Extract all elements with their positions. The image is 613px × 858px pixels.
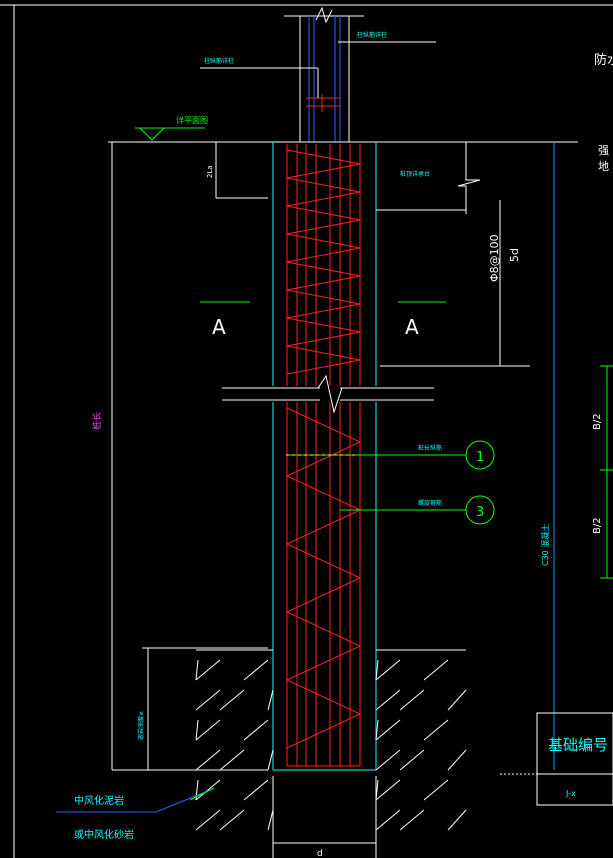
callout-1-number: 1: [476, 450, 484, 465]
hatch-stroke: [399, 689, 425, 711]
spiral-segment: [285, 407, 362, 749]
hatch-stroke: [219, 689, 245, 711]
ground-level: [108, 127, 578, 143]
hatch-stroke: [447, 689, 467, 711]
hatch-stroke: [423, 719, 449, 741]
spiral-stirrups: [285, 149, 362, 749]
hatch-stroke: [375, 689, 401, 711]
hatch-stroke: [195, 809, 221, 831]
embed-label: 2La: [206, 165, 214, 178]
break-line: [222, 374, 434, 414]
title-block: 基础编号 J-x: [500, 712, 613, 806]
hatch-stroke: [267, 809, 274, 831]
hatch-stroke: [423, 779, 449, 801]
top-note: 柱纵筋详柱: [357, 31, 387, 39]
rock-socket-label: 嵌岩深度≥: [137, 711, 145, 740]
hatch-stroke: [375, 749, 401, 771]
hatch-stroke: [243, 659, 269, 681]
hatch-stroke: [195, 749, 221, 771]
hatch-stroke: [195, 689, 221, 711]
hatch-stroke: [375, 779, 401, 801]
hatch-stroke: [243, 779, 269, 801]
section-markers: A A: [200, 301, 446, 339]
hatch-stroke: [267, 689, 274, 711]
left-note: 柱纵筋详柱: [204, 57, 234, 65]
hatch-stroke: [447, 749, 467, 771]
hatch-stroke: [195, 779, 221, 801]
section-label-right: A: [405, 315, 419, 339]
hatch-stroke: [375, 809, 401, 831]
callout-3-number: 3: [476, 505, 484, 520]
hatch-stroke: [195, 719, 199, 741]
section-label-left: A: [212, 315, 226, 339]
hatch-stroke: [375, 719, 379, 741]
cap-note: 桩顶详承台: [400, 170, 430, 178]
hatch-stroke: [219, 749, 245, 771]
half-b-lower: B/2: [592, 517, 603, 534]
hatch-stroke: [375, 659, 379, 681]
bottom-dimension: [272, 776, 377, 858]
column-stub: [284, 6, 364, 142]
main-bar-note: 桩长纵筋: [418, 444, 442, 452]
hatch-stroke: [267, 749, 274, 771]
dense-zone-dimension: [380, 200, 530, 367]
right-dimension: [553, 142, 613, 770]
callout-spiral: 3 螺旋箍筋: [340, 495, 495, 525]
concrete-grade: C30 混凝土: [540, 524, 550, 566]
rock-label-2: 或中风化砂岩: [74, 828, 134, 841]
hatch-stroke: [447, 809, 467, 831]
pile-length-label: 桩长: [91, 412, 103, 430]
rock-hatch: [195, 659, 467, 831]
rock-label-1: 中风化泥岩: [74, 794, 124, 807]
hatch-stroke: [195, 719, 221, 741]
hatch-stroke: [399, 809, 425, 831]
dense-length: 5d: [508, 248, 521, 262]
right-edge-text-2: 强: [598, 144, 609, 157]
hatch-stroke: [243, 719, 269, 741]
drawing-frame: [0, 4, 613, 858]
cap-lines: [215, 142, 481, 214]
hatch-stroke: [195, 659, 221, 681]
pile-body: [272, 142, 377, 771]
right-edge-text-1: 防水: [594, 52, 613, 68]
hatch-stroke: [195, 659, 199, 681]
right-edge-text-3: 地: [598, 160, 609, 173]
spiral-note: 螺旋箍筋: [418, 499, 442, 507]
ground-note: 详平面图: [176, 115, 208, 125]
callout-main-bar: 1 桩长纵筋: [286, 440, 495, 470]
hatch-stroke: [219, 809, 245, 831]
hatch-stroke: [375, 659, 401, 681]
hatch-stroke: [375, 719, 401, 741]
hatch-stroke: [423, 659, 449, 681]
spiral-segment: [286, 149, 361, 375]
bottom-dimension-label: d: [317, 849, 323, 858]
rock-labels: 中风化泥岩 或中风化砂岩: [56, 787, 215, 841]
title-block-code: J-x: [565, 789, 576, 798]
half-b-upper: B/2: [592, 413, 603, 430]
annotations: 柱纵筋详柱 柱纵筋详柱 桩顶详承台 详平面图: [176, 31, 436, 178]
hatch-stroke: [399, 749, 425, 771]
title-block-label: 基础编号: [548, 736, 608, 754]
pile-length-dimension: [111, 142, 268, 771]
stirrup-spec: Φ8@100: [488, 234, 501, 282]
